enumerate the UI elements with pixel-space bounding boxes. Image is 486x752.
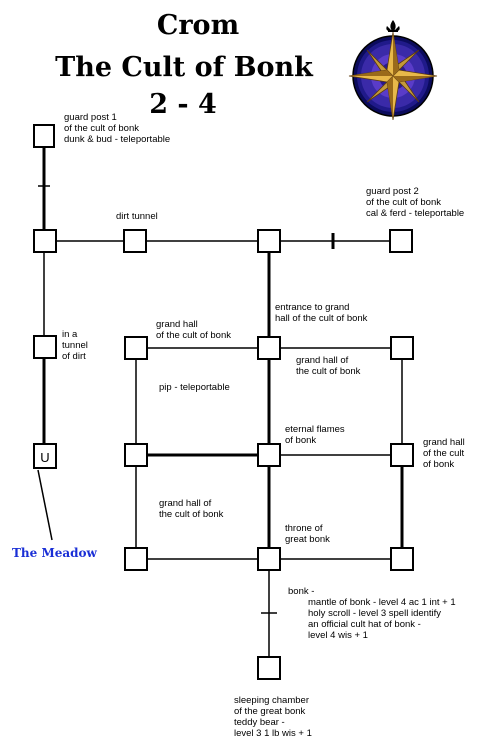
svg-text:grand hall of: grand hall of	[159, 498, 212, 509]
svg-text:in a: in a	[62, 329, 78, 340]
label-eternal-flames: eternal flames of bonk	[285, 424, 345, 446]
room-meadow-exit	[33, 443, 57, 469]
room-tunnel-of-dirt	[33, 335, 57, 359]
label-grand-hall-e: grand hall of the cult of bonk	[423, 437, 465, 470]
svg-text:entrance to grand: entrance to grand	[275, 302, 349, 313]
svg-text:an official cult hat of bonk -: an official cult hat of bonk -	[308, 619, 421, 630]
room-west-junction	[33, 229, 57, 253]
map-title-line3: 2 - 4	[149, 89, 217, 120]
svg-text:hall of the cult of bonk: hall of the cult of bonk	[275, 313, 368, 324]
label-guard-post-2: guard post 2 of the cult of bonk cal & f…	[366, 186, 464, 219]
svg-text:bonk -: bonk -	[288, 586, 314, 597]
svg-text:guard post 1: guard post 1	[64, 112, 117, 123]
svg-text:sleeping chamber: sleeping chamber	[234, 695, 309, 706]
svg-text:of the great bonk: of the great bonk	[234, 706, 306, 717]
room-eternal-flames	[257, 443, 281, 467]
svg-text:cal & ferd - teleportable: cal & ferd - teleportable	[366, 208, 464, 219]
svg-text:of dirt: of dirt	[62, 351, 86, 362]
svg-text:mantle of bonk - level 4 ac 1: mantle of bonk - level 4 ac 1 int + 1	[308, 597, 456, 608]
label-bonk: bonk - mantle of bonk - level 4 ac 1 int…	[288, 586, 456, 641]
map-title-line1: Crom	[157, 10, 239, 41]
label-grand-hall-sw: grand hall of the cult of bonk	[159, 498, 224, 520]
svg-text:teddy bear -: teddy bear -	[234, 717, 285, 728]
svg-text:grand hall: grand hall	[156, 319, 198, 330]
room-grand-hall-nw	[124, 336, 148, 360]
compass-rose-icon	[348, 20, 438, 121]
map-title-line2: The Cult of Bonk	[55, 52, 314, 83]
svg-text:guard post 2: guard post 2	[366, 186, 419, 197]
label-guard-post-1: guard post 1 of the cult of bonk dunk & …	[64, 112, 170, 145]
map-paths	[37, 148, 404, 657]
room-grand-hall-ne	[390, 336, 414, 360]
svg-text:eternal flames: eternal flames	[285, 424, 345, 435]
svg-text:great bonk: great bonk	[285, 534, 330, 545]
svg-text:grand hall of: grand hall of	[296, 355, 349, 366]
svg-text:dirt tunnel: dirt tunnel	[116, 211, 158, 222]
room-throne	[257, 547, 281, 571]
svg-text:throne of: throne of	[285, 523, 323, 534]
svg-text:tunnel: tunnel	[62, 340, 88, 351]
label-grand-hall-ne: grand hall of the cult of bonk	[296, 355, 361, 377]
room-dirt-tunnel	[123, 229, 147, 253]
svg-text:dunk & bud - teleportable: dunk & bud - teleportable	[64, 134, 170, 145]
svg-text:the cult of bonk: the cult of bonk	[159, 509, 224, 520]
room-entrance	[257, 336, 281, 360]
svg-text:level 3 1 lb wis + 1: level 3 1 lb wis + 1	[234, 728, 312, 739]
svg-text:the cult of bonk: the cult of bonk	[296, 366, 361, 377]
room-grand-hall-e	[390, 443, 414, 467]
svg-text:of bonk: of bonk	[423, 459, 454, 470]
svg-text:holy scroll - level 3 spell id: holy scroll - level 3 spell identify	[308, 608, 441, 619]
label-pip: pip - teleportable	[159, 382, 230, 393]
label-sleeping-chamber: sleeping chamber of the great bonk teddy…	[234, 695, 312, 739]
room-guard-post-2	[389, 229, 413, 253]
svg-text:of the cult: of the cult	[423, 448, 465, 459]
svg-text:pip - teleportable: pip - teleportable	[159, 382, 230, 393]
label-tunnel-of-dirt: in a tunnel of dirt	[62, 329, 88, 362]
svg-text:level 4 wis + 1: level 4 wis + 1	[308, 630, 368, 641]
exit-marker: U	[40, 450, 49, 465]
label-grand-hall-nw: grand hall of the cult of bonk	[156, 319, 231, 341]
svg-text:of the cult of bonk: of the cult of bonk	[156, 330, 231, 341]
svg-text:of the cult of bonk: of the cult of bonk	[366, 197, 441, 208]
svg-text:of bonk: of bonk	[285, 435, 316, 446]
svg-text:of the cult of bonk: of the cult of bonk	[64, 123, 139, 134]
room-north-junction	[257, 229, 281, 253]
room-guard-post-1	[33, 124, 55, 148]
meadow-label: The Meadow	[12, 546, 98, 560]
room-pip	[124, 443, 148, 467]
label-throne: throne of great bonk	[285, 523, 330, 545]
room-grand-hall-sw	[124, 547, 148, 571]
svg-text:grand hall: grand hall	[423, 437, 465, 448]
room-se	[390, 547, 414, 571]
label-entrance: entrance to grand hall of the cult of bo…	[275, 302, 368, 324]
label-dirt-tunnel: dirt tunnel	[116, 211, 158, 222]
room-sleeping-chamber	[257, 656, 281, 680]
